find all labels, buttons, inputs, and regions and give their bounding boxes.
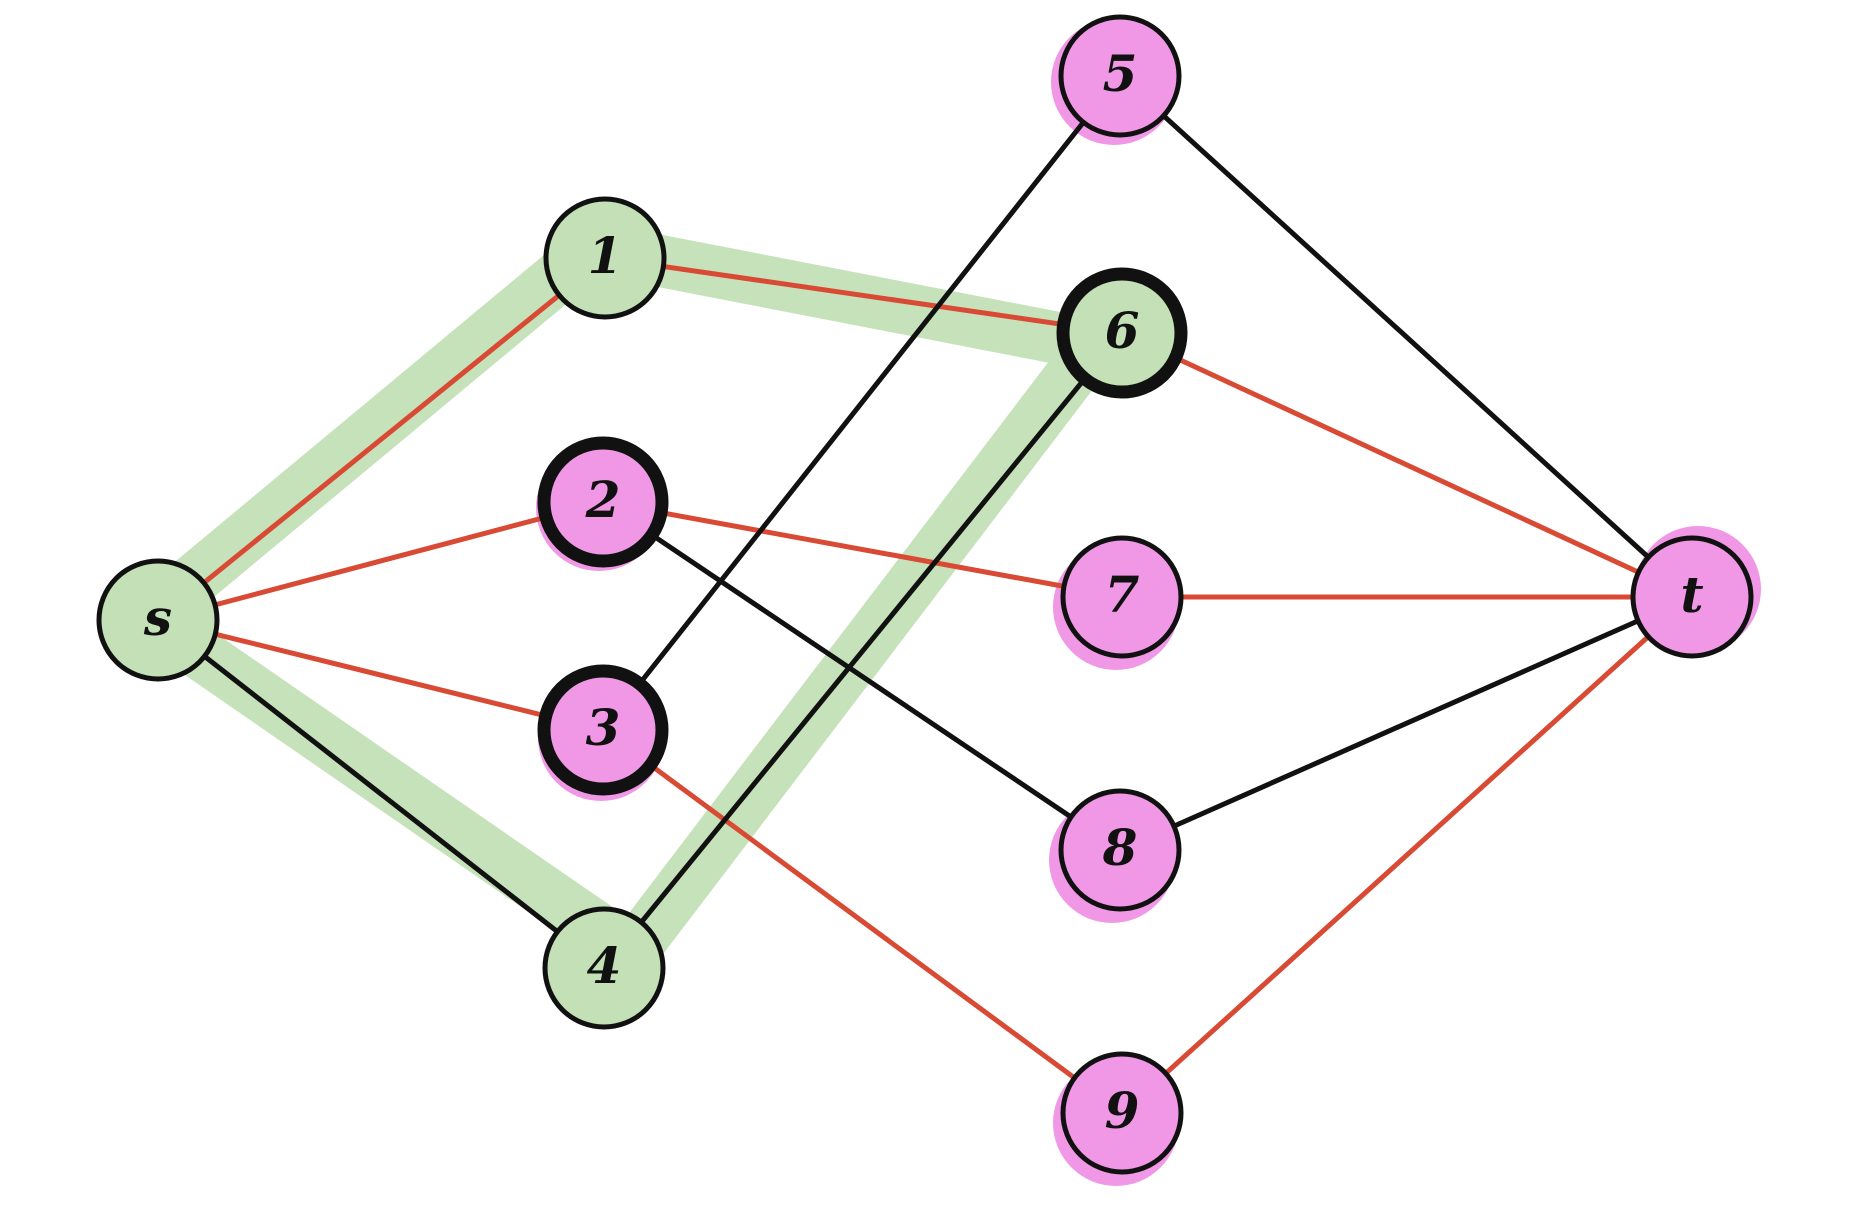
node-label-s: s [143, 588, 172, 647]
node-circle-n8 [1058, 788, 1182, 912]
node-label-n3: 3 [586, 698, 621, 757]
node-n3: 3 [537, 664, 669, 796]
node-n8: 8 [1058, 788, 1182, 912]
node-label-n5: 5 [1103, 44, 1138, 103]
node-n1: 1 [543, 196, 667, 320]
edge-n1-n6 [602, 255, 1125, 336]
node-label-n7: 7 [1105, 565, 1140, 624]
edge-n8-t [1117, 594, 1695, 853]
node-t: t [1630, 535, 1754, 659]
edge-n3-n9 [600, 727, 1125, 1116]
node-label-n2: 2 [585, 470, 621, 529]
node-n7: 7 [1060, 535, 1184, 659]
edge-n4-n6 [601, 330, 1125, 971]
node-label-n9: 9 [1105, 1081, 1140, 1140]
node-label-n1: 1 [588, 226, 623, 285]
edge-n2-n7 [600, 499, 1125, 600]
node-n2: 2 [537, 436, 669, 568]
node-n6: 6 [1056, 267, 1188, 399]
edge-n3-n5 [600, 73, 1123, 733]
edge-n6-t [1119, 330, 1695, 600]
node-circle-n2 [537, 436, 669, 568]
node-circle-n3 [537, 664, 669, 796]
node-circle-t [1630, 535, 1754, 659]
node-circle-n5 [1058, 14, 1182, 138]
node-circle-n7 [1060, 535, 1184, 659]
highlight-band [122, 222, 1120, 978]
node-circle-n4 [542, 906, 666, 1030]
node-n9: 9 [1060, 1051, 1184, 1175]
nodes: s 1 2 3 4 5 6 7 8 9 t [96, 14, 1754, 1175]
node-n4: 4 [542, 906, 666, 1030]
node-label-n6: 6 [1105, 301, 1140, 360]
node-label-n8: 8 [1102, 818, 1138, 877]
edges [155, 73, 1695, 1116]
edge-n2-n8 [600, 499, 1123, 853]
edge-n9-t [1119, 594, 1695, 1116]
node-circle-s [96, 558, 220, 682]
edge-s-n3 [155, 617, 606, 733]
edge-s-n1 [155, 255, 608, 623]
node-s: s [96, 558, 220, 682]
edge-s-n2 [155, 499, 606, 623]
node-circle-n9 [1060, 1051, 1184, 1175]
node-circle-n1 [543, 196, 667, 320]
node-n5: 5 [1058, 14, 1182, 138]
node-label-n4: 4 [587, 936, 622, 995]
node-label-t: t [1680, 565, 1703, 624]
edge-s-n4 [155, 617, 607, 971]
highlighted-path [122, 222, 1120, 978]
edge-n5-t [1117, 73, 1695, 600]
node-circle-n6 [1056, 267, 1188, 399]
